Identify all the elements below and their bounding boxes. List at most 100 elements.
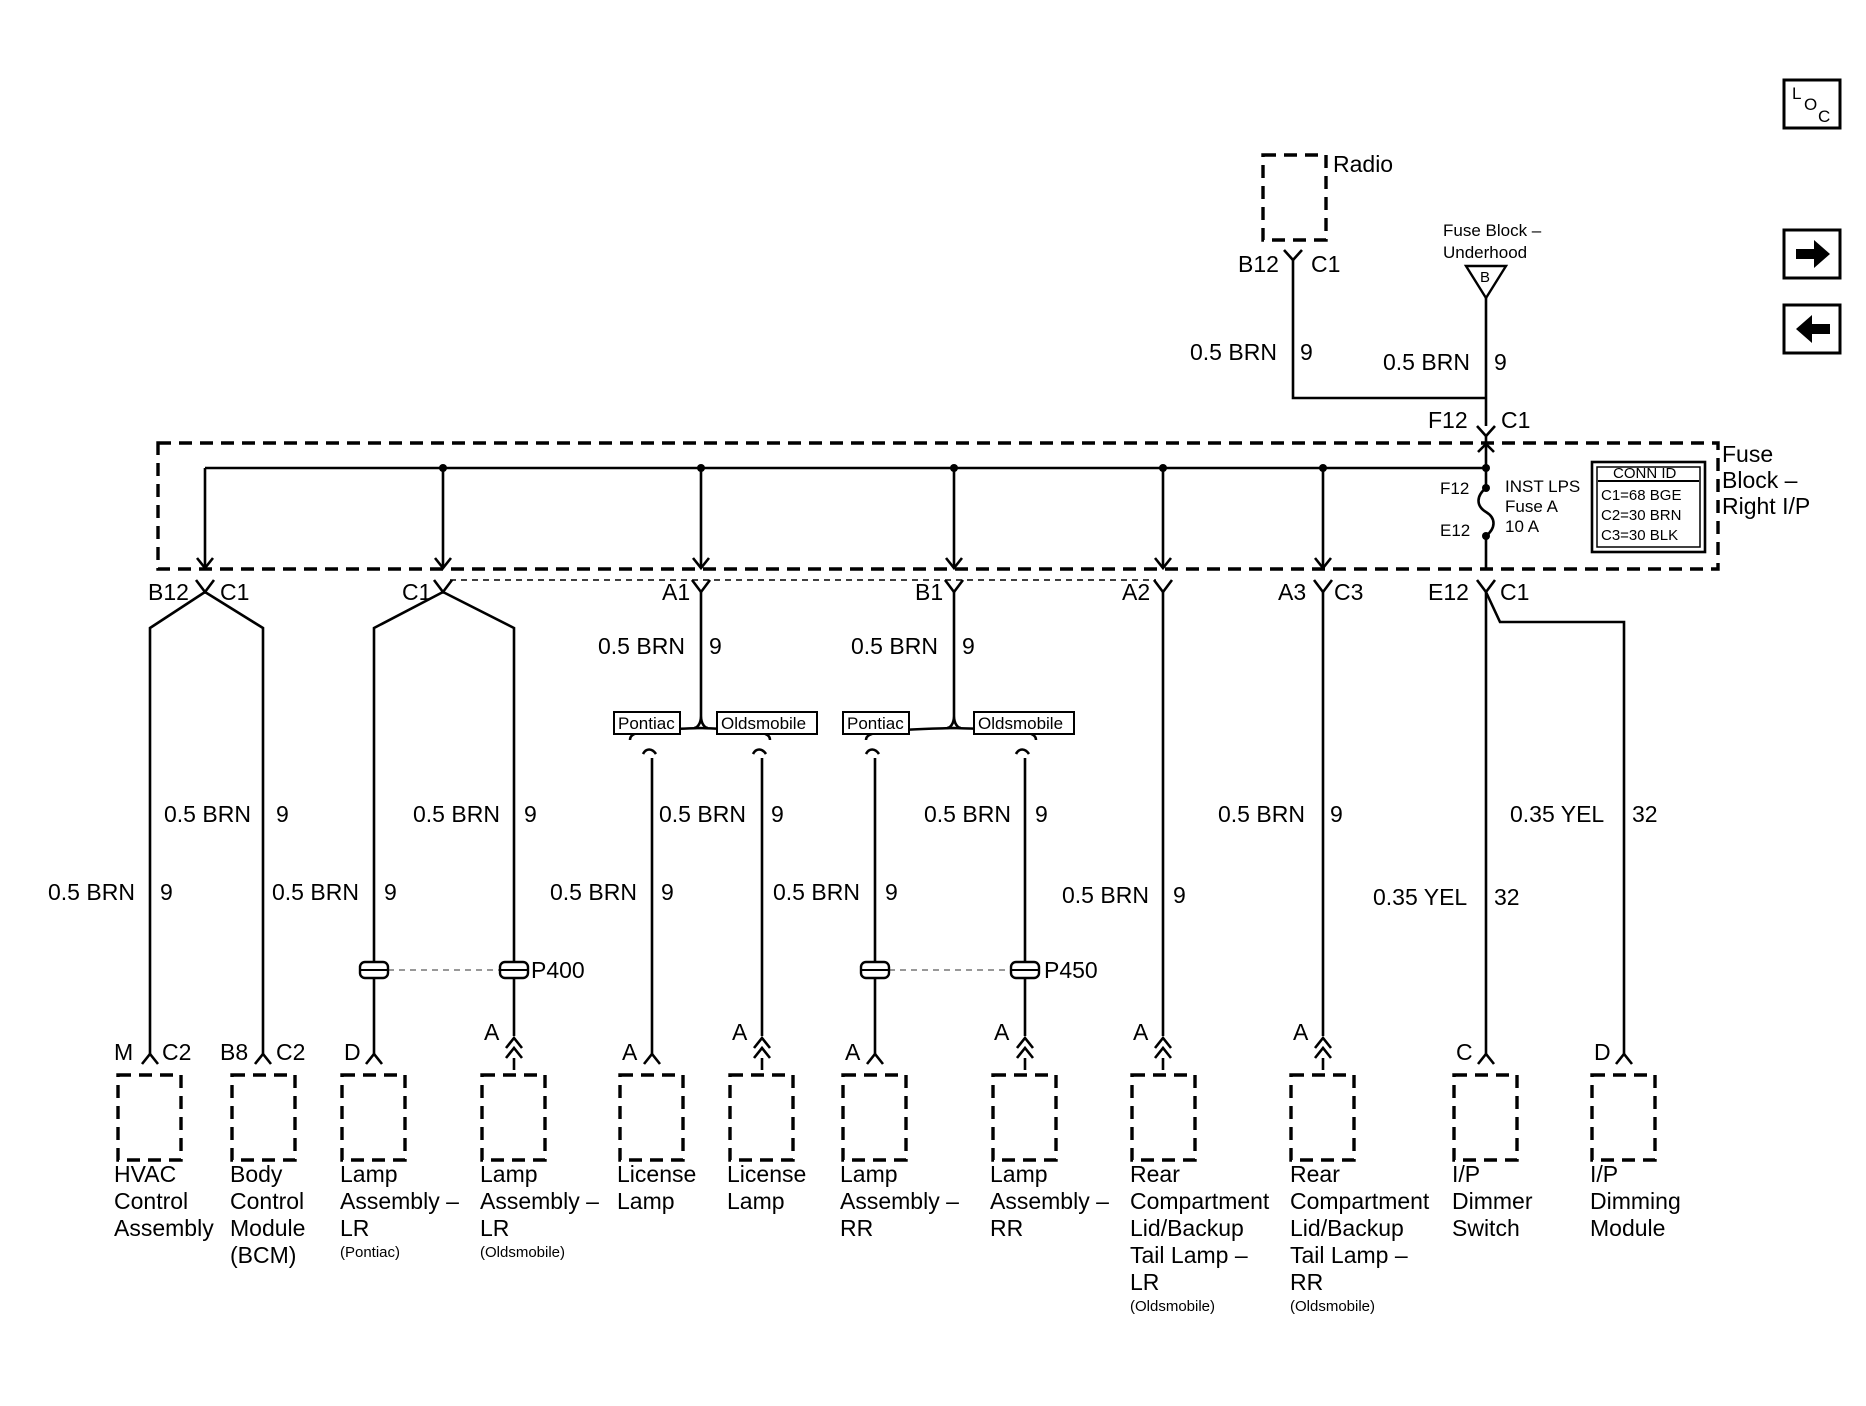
load-name-line: Lid/Backup xyxy=(1130,1215,1244,1241)
oldsmobile-tag-b1 xyxy=(973,711,1075,735)
oldsmobile-label-a1: Oldsmobile xyxy=(721,714,806,733)
load-name-line: Assembly – xyxy=(990,1188,1109,1214)
load-lamp-assembly-rr-1: A Lamp Assembly – RR xyxy=(840,1039,959,1241)
o7-pin: E12 xyxy=(1428,579,1469,605)
load-note: (Oldsmobile) xyxy=(480,1244,565,1261)
wire-label-lr-pontiac: 0.5 BRN xyxy=(272,879,359,905)
load-name-line: Control xyxy=(114,1188,188,1214)
wire-circuit-bcm: 9 xyxy=(276,801,289,827)
load-hvac-control-assembly: M C2 HVAC Control Assembly xyxy=(114,1039,214,1241)
wire-circuit-lr-pontiac: 9 xyxy=(384,879,397,905)
splice-p450: P450 xyxy=(859,957,1098,983)
bus-junction-dots xyxy=(439,464,1490,472)
o5-pin: A2 xyxy=(1122,579,1150,605)
load-pin: A xyxy=(484,1019,500,1045)
fuse-block-input-connector: F12 C1 xyxy=(1428,407,1530,438)
fuse-block-underhood: Fuse Block – Underhood B xyxy=(1443,221,1542,301)
load-pin: A xyxy=(732,1019,748,1045)
wire-label-lr-olds: 0.5 BRN xyxy=(413,801,500,827)
fb-input-pin: F12 xyxy=(1428,407,1468,433)
radio-conn-label: C1 xyxy=(1311,251,1340,277)
wire-circuit-dimming: 32 xyxy=(1632,801,1658,827)
output-connector-3: A1 xyxy=(662,579,712,605)
radio-connector: B12 C1 xyxy=(1238,249,1340,277)
load-name-line: Lamp xyxy=(727,1188,785,1214)
wire-label-b1: 0.5 BRN xyxy=(851,633,938,659)
fuse-bottom-pin: E12 xyxy=(1440,521,1470,540)
fuse-block-name-3: Right I/P xyxy=(1722,493,1810,519)
o3-pin: A1 xyxy=(662,579,690,605)
wire-circuit-a1: 9 xyxy=(709,633,722,659)
load-name-line: Lamp xyxy=(340,1161,398,1187)
feed-wire-circuit: 9 xyxy=(1494,349,1507,375)
load-name-line: Lamp xyxy=(990,1161,1048,1187)
o7-conn: C1 xyxy=(1500,579,1529,605)
load-name-line: Assembly – xyxy=(480,1188,599,1214)
load-name-line: RR xyxy=(1290,1269,1323,1295)
load-note: (Pontiac) xyxy=(340,1244,400,1261)
wire-label-rr-1: 0.5 BRN xyxy=(773,879,860,905)
output-connector-1: B12 C1 xyxy=(148,579,249,605)
wire-circuit-dimmer-switch: 32 xyxy=(1494,884,1520,910)
wire-circuit-a3: 9 xyxy=(1330,801,1343,827)
loc-label-c: C xyxy=(1818,107,1830,126)
load-name-line: Module xyxy=(1590,1215,1665,1241)
load-conn: C2 xyxy=(162,1039,191,1065)
fuse-block-name-2: Block – xyxy=(1722,467,1798,493)
o1-conn: C1 xyxy=(220,579,249,605)
wire-label-license-1: 0.5 BRN xyxy=(550,879,637,905)
load-name-line: License xyxy=(617,1161,696,1187)
pontiac-tag-b1 xyxy=(842,711,910,735)
load-pin: B8 xyxy=(220,1039,248,1065)
load-name-line: Switch xyxy=(1452,1215,1520,1241)
oldsmobile-label-b1: Oldsmobile xyxy=(978,714,1063,733)
load-name-line: Compartment xyxy=(1130,1188,1270,1214)
load-name-line: License xyxy=(727,1161,806,1187)
arrow-left-icon xyxy=(1796,315,1830,343)
wire-label-a2: 0.5 BRN xyxy=(1062,882,1149,908)
load-name-line: Tail Lamp – xyxy=(1130,1242,1248,1268)
wire-circuit-hvac: 9 xyxy=(160,879,173,905)
load-lamp-assembly-lr-pontiac: D Lamp Assembly – LR (Pontiac) xyxy=(340,1039,459,1261)
wire-label-rr-2: 0.5 BRN xyxy=(924,801,1011,827)
load-lamp-assembly-rr-2: A Lamp Assembly – RR xyxy=(990,1019,1109,1241)
wire-hvac xyxy=(148,590,206,1054)
conn-id-title: CONN ID xyxy=(1613,465,1677,482)
wire-label-dimming: 0.35 YEL xyxy=(1510,801,1604,827)
o6-conn: C3 xyxy=(1334,579,1363,605)
o6-pin: A3 xyxy=(1278,579,1306,605)
radio-pin-label: B12 xyxy=(1238,251,1279,277)
wire-bcm xyxy=(204,590,265,1054)
wire-label-a3: 0.5 BRN xyxy=(1218,801,1305,827)
underhood-tag-icon xyxy=(1463,264,1509,301)
load-name-line: Lid/Backup xyxy=(1290,1215,1404,1241)
wire-label-hvac: 0.5 BRN xyxy=(48,879,135,905)
load-ip-dimming-module: D I/P Dimming Module xyxy=(1590,1039,1681,1241)
pontiac-label-a1: Pontiac xyxy=(618,714,675,733)
load-conn: C2 xyxy=(276,1039,305,1065)
load-rear-compartment-lr: A Rear Compartment Lid/Backup Tail Lamp … xyxy=(1130,1019,1270,1315)
load-name-line: Module xyxy=(230,1215,305,1241)
load-pin: D xyxy=(344,1039,361,1065)
fuse-label-2: Fuse A xyxy=(1505,497,1559,516)
loc-label-o: O xyxy=(1804,95,1817,114)
fuse-label-1: INST LPS xyxy=(1505,477,1580,496)
underhood-tag: B xyxy=(1480,269,1490,286)
load-name-line: Lamp xyxy=(840,1161,898,1187)
load-note: (Oldsmobile) xyxy=(1290,1298,1375,1315)
underhood-label-1: Fuse Block – xyxy=(1443,221,1542,240)
load-name-line: Assembly – xyxy=(340,1188,459,1214)
load-name-line: Compartment xyxy=(1290,1188,1430,1214)
previous-page-button[interactable] xyxy=(1782,303,1842,355)
load-name-line: HVAC xyxy=(114,1161,176,1187)
load-license-lamp-2: A License Lamp xyxy=(727,1019,806,1214)
p400-label: P400 xyxy=(531,957,585,983)
next-page-button[interactable] xyxy=(1782,228,1842,280)
conn-id-c1: C1=68 BGE xyxy=(1601,487,1681,504)
load-name-line: Lamp xyxy=(617,1188,675,1214)
fb-input-conn: C1 xyxy=(1501,407,1530,433)
load-license-lamp-1: A License Lamp xyxy=(617,1039,696,1214)
loc-button[interactable]: L O C xyxy=(1782,78,1842,130)
load-ip-dimmer-switch: C I/P Dimmer Switch xyxy=(1452,1039,1533,1241)
